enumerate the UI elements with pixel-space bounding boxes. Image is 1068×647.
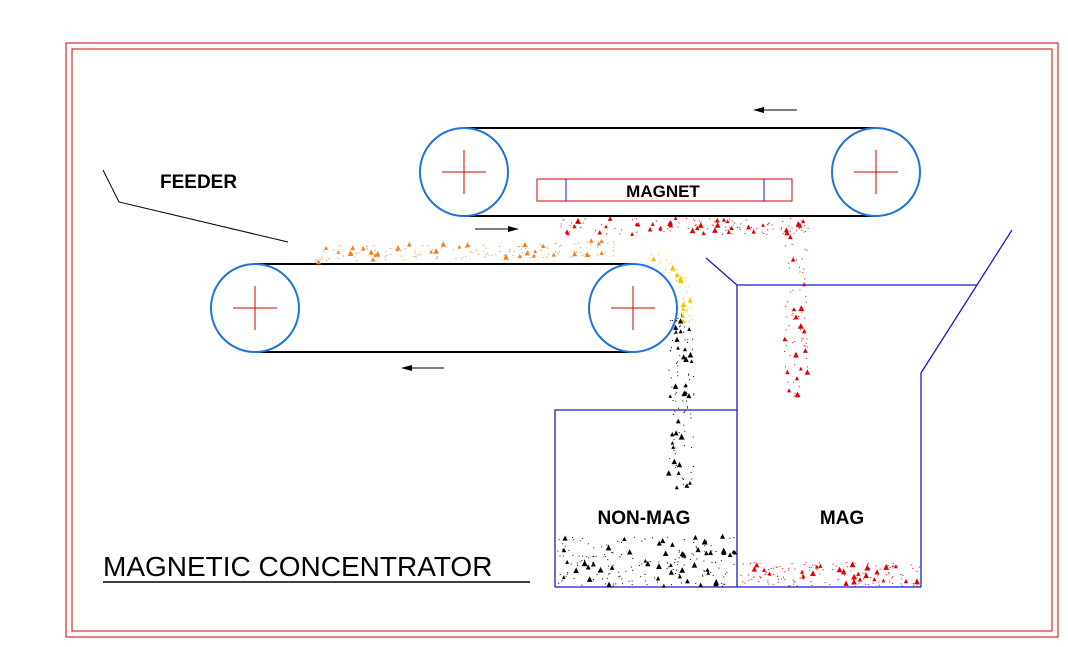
nonmag-fall-particles [666,313,695,490]
feeder-leader-line [102,169,289,243]
bottom-left-pulley [210,263,300,353]
feed-particles [315,238,615,265]
arrow-top-belt-left [753,107,797,113]
nonmag-pile-particles [557,533,738,588]
diagram-title: MAGNETIC CONCENTRATOR [103,551,492,582]
mag-bin-label: MAG [820,508,864,529]
arrow-feed-right [475,226,519,232]
bottom-right-pulley [588,263,678,353]
collection-bins [554,229,1013,588]
magnet-stream-particles [560,216,809,236]
transition-particles [647,252,693,324]
ore-particles [315,216,920,588]
mag-pile-particles [740,561,920,587]
bottom-belt [255,263,633,353]
top-right-pulley [831,127,921,217]
drawing-frame [65,42,1059,638]
magnet-label: MAGNET [626,182,700,201]
non-mag-bin-label: NON-MAG [598,508,691,529]
arrow-bottom-belt-left [401,365,444,371]
feeder-label: FEEDER [160,172,237,193]
magnet: MAGNET [536,178,793,202]
top-belt [464,127,876,217]
mag-fall-particles [782,221,811,398]
top-left-pulley [419,127,509,217]
